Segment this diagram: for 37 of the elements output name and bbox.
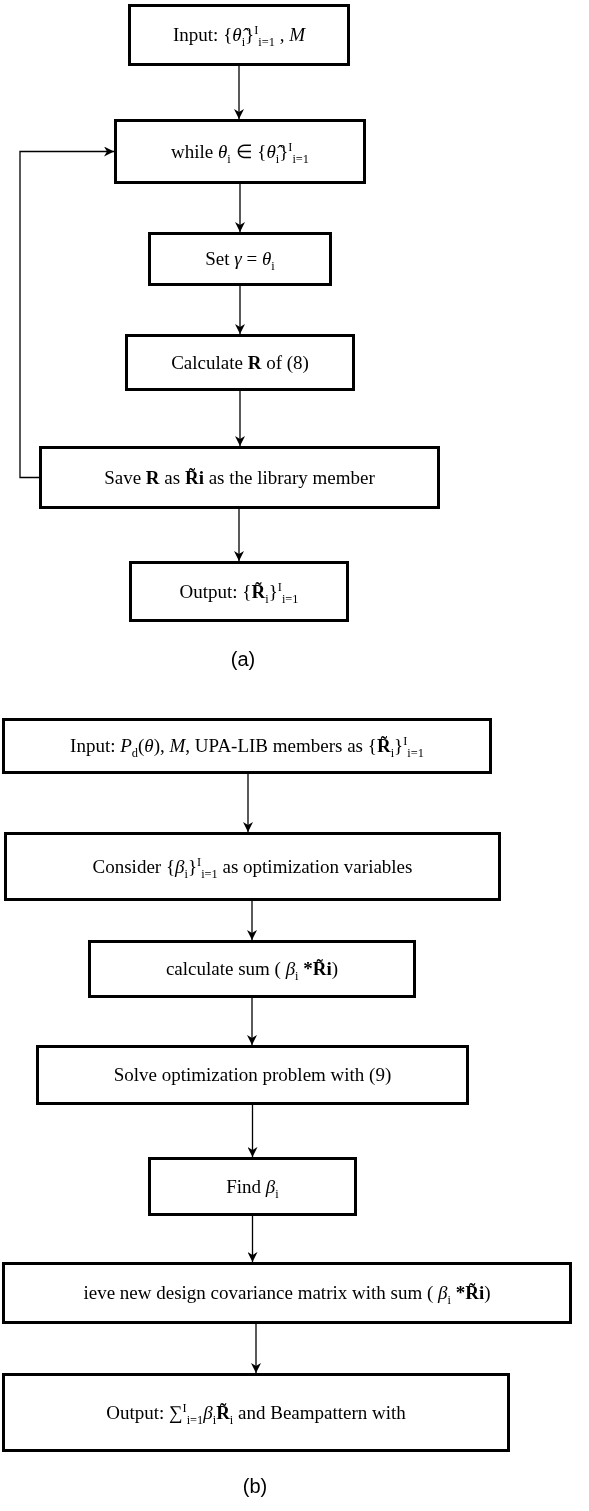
process-box xyxy=(39,446,440,509)
arrow xyxy=(19,146,115,479)
process-box xyxy=(2,718,492,774)
process-box xyxy=(4,832,501,901)
arrow xyxy=(234,65,244,120)
box-text: Save R as R̃i as the library member xyxy=(104,466,375,489)
process-box xyxy=(148,1157,357,1216)
box-text: calculate sum ( β$_{i}$ *R̃i) xyxy=(165,958,339,980)
arrow xyxy=(247,1104,258,1158)
process-box xyxy=(125,334,355,391)
arrow xyxy=(243,773,253,833)
arrow xyxy=(247,1215,258,1263)
arrow xyxy=(247,900,257,941)
process-box xyxy=(36,1045,469,1105)
arrow xyxy=(247,997,257,1046)
subfigure-label: (a) xyxy=(230,648,256,671)
box-text: Solve optimization problem with (9) xyxy=(113,1064,392,1086)
arrow xyxy=(235,390,245,447)
box-text: Consider {β$_{i}$}$^{I}$$_{i=1}$ as optimization variables xyxy=(92,855,413,878)
process-box xyxy=(88,940,416,998)
box-text: Output: ∑$^{I}$$_{i=1}$β$_{i}$R̃$_{i}$ and Beampattern with xyxy=(106,1401,406,1424)
arrow xyxy=(235,285,245,335)
box-text: Input: {θ̂$_{i}$}$^{I}$$_{i=1}$ , M xyxy=(173,24,305,46)
box-text: Find β$_{i}$ xyxy=(226,1175,279,1198)
subfigure-label: (b) xyxy=(242,1475,268,1498)
arrow xyxy=(235,183,245,233)
box-text: ieve new design covariance matrix with sum ( β$_{i}$ *R̃i) xyxy=(83,1282,491,1304)
process-box xyxy=(148,232,332,286)
box-text: Set γ = θ$_{i}$ xyxy=(205,248,275,270)
process-box xyxy=(114,119,366,184)
arrow xyxy=(251,1323,261,1374)
process-box xyxy=(129,561,349,622)
process-box xyxy=(2,1262,572,1324)
box-text: Calculate R of (8) xyxy=(171,351,309,374)
process-box xyxy=(128,4,350,66)
arrow xyxy=(234,508,244,562)
process-box xyxy=(2,1373,510,1452)
